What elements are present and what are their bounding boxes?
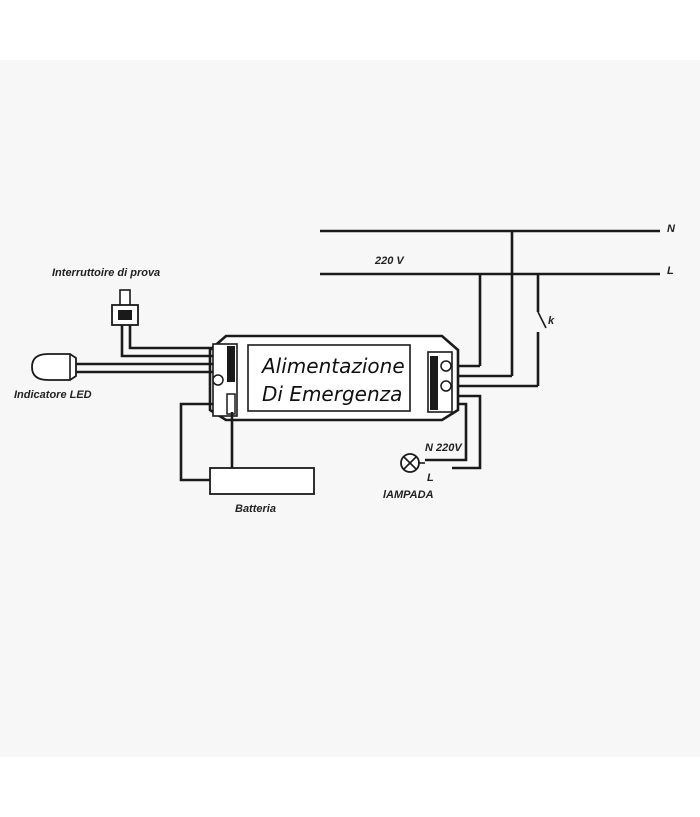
voltage-label: 220 V xyxy=(374,255,405,267)
lamp-cross-b xyxy=(403,456,417,470)
right-terminal-screw-2 xyxy=(440,380,452,392)
test-switch-label: Interruttoire di prova xyxy=(52,267,160,279)
battery-label: Batteria xyxy=(235,503,276,515)
test-switch-button xyxy=(119,289,131,307)
test-switch-core xyxy=(118,310,132,320)
left-terminal-slot xyxy=(226,393,236,415)
right-terminal-contacts xyxy=(430,356,438,410)
battery xyxy=(209,467,315,495)
lamp-label: lAMPADA xyxy=(383,489,434,501)
module-title-line2: Di Emergenza xyxy=(262,382,402,406)
live-label: L xyxy=(667,265,674,277)
test-switch-wire-b xyxy=(128,325,213,350)
neutral-label: N xyxy=(667,223,676,235)
left-terminal-screw xyxy=(212,374,224,386)
left-terminal-contacts xyxy=(227,346,235,382)
test-switch-wire-a xyxy=(120,325,213,358)
module-title-line1: Alimentazione xyxy=(260,354,405,378)
lamp-voltage-label: N 220V xyxy=(425,442,463,454)
battery-wire-a xyxy=(179,402,213,482)
switch-k xyxy=(537,311,547,329)
lamp-l-label: L xyxy=(427,472,434,484)
led-label: Indicatore LED xyxy=(14,389,92,401)
switch-k-label: k xyxy=(548,315,555,327)
module-label-box xyxy=(247,344,411,412)
right-terminal-screw-1 xyxy=(440,360,452,372)
led-indicator xyxy=(31,353,77,381)
lamp-wire-outer xyxy=(440,394,482,470)
